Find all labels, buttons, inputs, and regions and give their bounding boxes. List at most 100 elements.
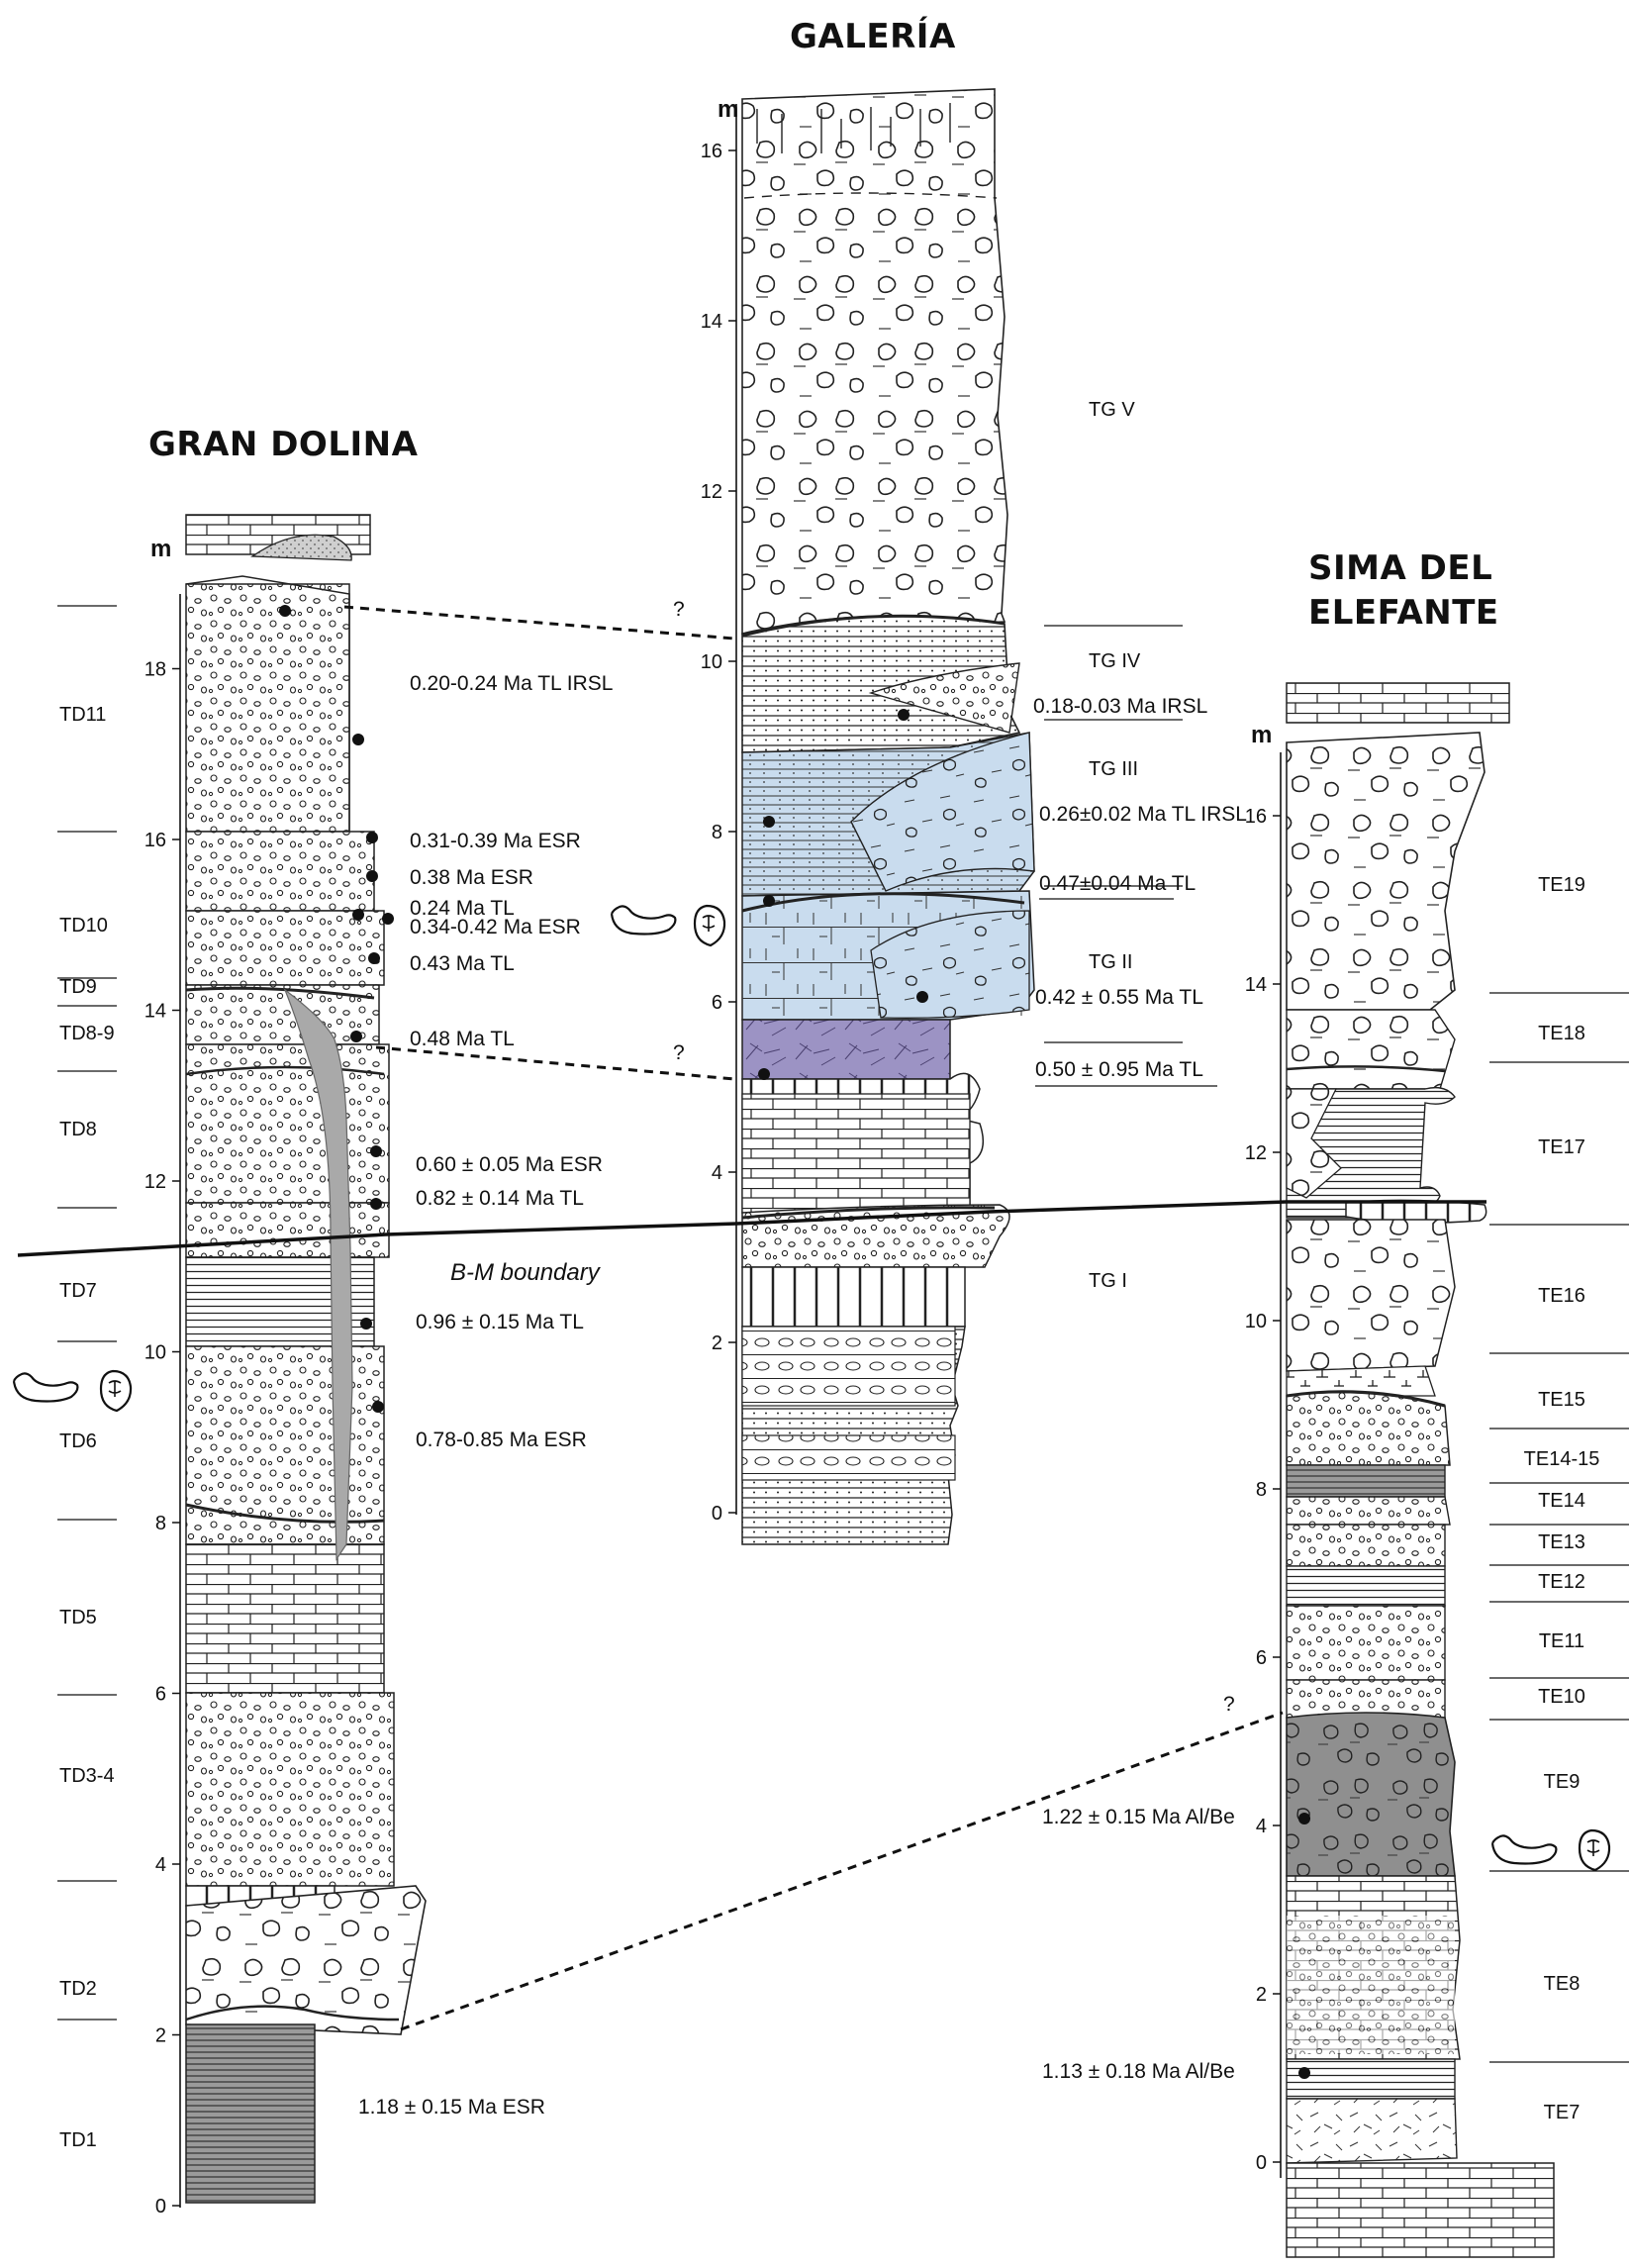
se-unit-label: TE15 — [1538, 1389, 1585, 1411]
se-sample-dot — [1298, 1813, 1310, 1824]
gd-td10-lower — [185, 910, 385, 986]
bm-boundary-line — [17, 1200, 1486, 1257]
gd-unit-label: TD3-4 — [59, 1765, 115, 1787]
correlation-lines: B-M boundary — [17, 605, 1486, 2031]
gd-date-label: 1.18 ± 0.15 Ma ESR — [358, 2096, 545, 2119]
gd-date-label: 0.78-0.85 Ma ESR — [416, 1429, 587, 1451]
gd-unit-label: TD9 — [59, 976, 97, 998]
gd-date-label: 0.48 Ma TL — [410, 1028, 515, 1050]
depth-tick-label: 4 — [155, 1854, 166, 1876]
gd-date-label: 0.60 ± 0.05 Ma ESR — [416, 1153, 603, 1176]
hominin-jaw-icon — [12, 1372, 79, 1403]
se-te14 — [1286, 1464, 1446, 1498]
depth-tick-label: 10 — [1245, 1311, 1267, 1332]
depth-tick-label: 0 — [155, 2196, 166, 2218]
se-title-line1: SIMA DEL — [1308, 548, 1492, 588]
tg-unit-label: TG II — [1089, 951, 1132, 973]
galeria-section: GALERÍA — [673, 16, 1247, 1545]
gd-td8-base — [185, 1202, 390, 1258]
tg-unit-label: TG V — [1089, 399, 1135, 421]
gd-sample-dot — [370, 1145, 382, 1157]
gd-sample-dot — [366, 870, 378, 882]
gd-sample-dot — [370, 1198, 382, 1210]
se-unit-label: TE8 — [1544, 1973, 1581, 1995]
tg-question-mark: ? — [673, 598, 685, 621]
gd-td2 — [185, 1885, 427, 2035]
gd-td11-stratum — [185, 583, 350, 833]
tg-sample-dot — [916, 991, 928, 1003]
tg-strata — [741, 88, 1035, 1545]
se-unit-label: TE16 — [1538, 1285, 1585, 1307]
se-te7-upper — [1286, 2058, 1456, 2100]
gd-sample-dot — [352, 734, 364, 745]
se-unit-label: TE14-15 — [1524, 1448, 1600, 1470]
bm-boundary-label: B-M boundary — [450, 1259, 602, 1286]
tg-unit-label: TG IV — [1089, 650, 1141, 672]
depth-tick-label: 8 — [155, 1513, 166, 1534]
hominin-jaw-icon — [1490, 1834, 1558, 1865]
gd-unit-label: TD2 — [59, 1978, 97, 2000]
hominin-tooth-icon — [693, 904, 726, 947]
gd-date-label: 0.43 Ma TL — [410, 952, 515, 975]
gd-unit-label: TD8-9 — [59, 1023, 115, 1044]
gd-td1 — [185, 2023, 316, 2204]
gd-sample-dot — [366, 832, 378, 843]
depth-tick-label: 10 — [144, 1342, 166, 1364]
depth-tick-label: 2 — [712, 1332, 722, 1354]
gd-date-label: 0.38 Ma ESR — [410, 866, 533, 889]
se-unit-label: TE17 — [1538, 1136, 1585, 1158]
se-te12 — [1286, 1565, 1446, 1607]
se-te7 — [1286, 2098, 1458, 2164]
se-limestone-cap — [1286, 682, 1510, 724]
gd-date-label: 0.20-0.24 Ma TL IRSL — [410, 672, 613, 695]
depth-tick-label: 6 — [155, 1684, 166, 1706]
hominin-jaw-icon — [610, 905, 677, 936]
se-te15 — [1286, 1391, 1451, 1466]
gd-sample-dot — [382, 913, 394, 925]
se-te18 — [1286, 1009, 1456, 1090]
gd-unit-label: TD5 — [59, 1607, 97, 1628]
tg-date-label: 0.50 ± 0.95 Ma TL — [1035, 1058, 1203, 1081]
hominin-tooth-icon — [1578, 1828, 1611, 1872]
se-question-mark: ? — [1223, 1693, 1235, 1716]
gd-date-label: 0.34-0.42 Ma ESR — [410, 916, 581, 938]
gd-td10-upper — [185, 831, 375, 912]
depth-tick-label: 14 — [701, 311, 722, 333]
depth-tick-label: 0 — [712, 1503, 722, 1525]
gd-strata — [185, 575, 427, 2204]
depth-tick-label: 14 — [1245, 974, 1267, 996]
tg-date-label: 0.26±0.02 Ma TL IRSL — [1039, 803, 1247, 826]
gd-sample-dot — [352, 909, 364, 921]
depth-tick-label: 16 — [144, 830, 166, 851]
se-unit-label: TE18 — [1538, 1023, 1585, 1044]
tg-date-label: 0.18-0.03 Ma IRSL — [1033, 695, 1207, 718]
tg-sample-dot — [763, 895, 775, 907]
se-te16 — [1286, 1219, 1456, 1372]
tg-v-stratum — [741, 88, 1008, 635]
depth-tick-label: 10 — [701, 651, 722, 673]
gran-dolina-title: GRAN DOLINA — [148, 425, 419, 464]
depth-tick-label: 8 — [1256, 1479, 1267, 1501]
hominin-tooth-icon — [99, 1369, 133, 1413]
gd-speleothem-cap — [250, 534, 352, 561]
gd-sample-points — [279, 605, 394, 1413]
tg-date-label: 0.47±0.04 Ma TL — [1039, 872, 1196, 895]
depth-tick-label: 16 — [701, 141, 722, 162]
gd-sample-dot — [360, 1318, 372, 1330]
correlation-line-mid — [375, 1045, 735, 1081]
gd-sample-dot — [372, 1401, 384, 1413]
depth-tick-label: 16 — [1245, 806, 1267, 828]
depth-tick-label: 4 — [712, 1162, 722, 1184]
gd-sample-dot — [350, 1031, 362, 1042]
depth-tick-label: 6 — [712, 992, 722, 1014]
tg-purple-stratum — [741, 1019, 951, 1080]
gd-unit-label: TD8 — [59, 1119, 97, 1140]
se-te13-lower — [1286, 1524, 1446, 1567]
se-unit-label: TE13 — [1538, 1531, 1585, 1553]
se-date-label: 1.22 ± 0.15 Ma Al/Be — [1042, 1806, 1235, 1828]
gd-td5 — [185, 1543, 385, 1694]
tg-question-mark: ? — [673, 1041, 685, 1064]
